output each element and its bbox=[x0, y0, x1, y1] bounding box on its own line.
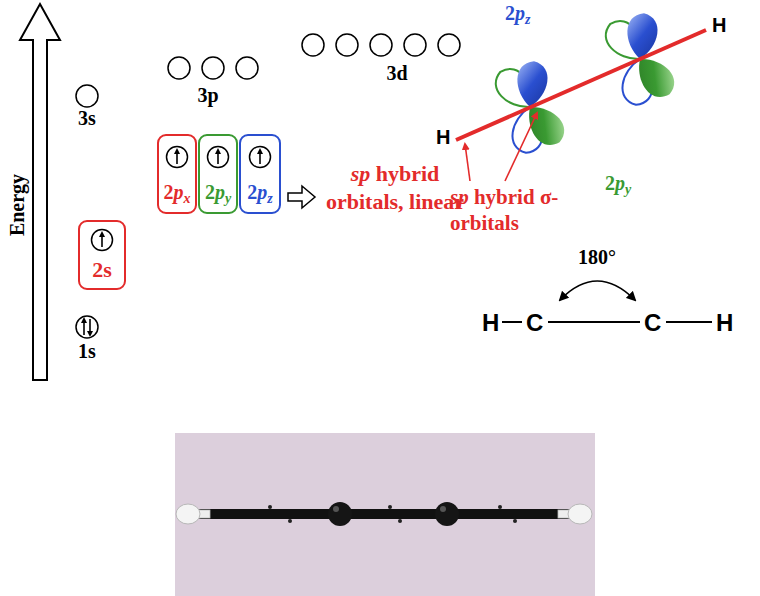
orbital-label: 2pz bbox=[505, 2, 530, 25]
orbital-label: 2py bbox=[605, 172, 631, 195]
molecular-model bbox=[175, 433, 595, 596]
orbital-circle bbox=[302, 34, 460, 56]
axis-label: Energy bbox=[6, 155, 30, 255]
hybrid-label: sp hybrid σ-orbitals bbox=[450, 184, 580, 236]
sigma-bond-axis bbox=[456, 30, 706, 140]
atom-label: H bbox=[482, 309, 499, 337]
atom-label: C bbox=[644, 309, 661, 337]
orbital-label: 2s bbox=[92, 258, 112, 282]
orbital-label: 3d bbox=[382, 62, 412, 85]
transform-arrow bbox=[288, 186, 315, 208]
atom-label: H bbox=[716, 309, 733, 337]
angle-arrow bbox=[560, 281, 635, 300]
orbital-circle bbox=[248, 145, 272, 169]
orbital-label: 2py bbox=[205, 181, 231, 203]
orbital-box: 2pz bbox=[239, 134, 281, 214]
atom-label: C bbox=[526, 309, 543, 337]
orbital-box: 2py bbox=[198, 134, 238, 214]
hybrid-label: sp hybrid orbitals, linear bbox=[320, 160, 470, 216]
orbital-label: 2pz bbox=[247, 181, 272, 203]
orbital-circle bbox=[206, 145, 230, 169]
orbital-label: 1s bbox=[72, 340, 102, 363]
orbital-circle bbox=[90, 228, 114, 252]
atom-label: H bbox=[436, 126, 450, 149]
orbital-label: 3s bbox=[72, 107, 102, 130]
orbital-circle bbox=[168, 57, 258, 79]
leader-arrow bbox=[505, 113, 537, 181]
leader-arrow bbox=[465, 144, 470, 181]
orbital-label: 2px bbox=[164, 181, 191, 203]
orbital-box: 2px bbox=[157, 134, 197, 214]
orbital-circle bbox=[165, 145, 189, 169]
orbital-circle bbox=[76, 316, 98, 338]
orbital-label: 3p bbox=[193, 84, 223, 107]
angle-label: 180° bbox=[578, 246, 616, 269]
orbital-box: 2s bbox=[78, 220, 126, 290]
orbital-circle bbox=[76, 85, 98, 107]
atom-label: H bbox=[712, 14, 726, 37]
